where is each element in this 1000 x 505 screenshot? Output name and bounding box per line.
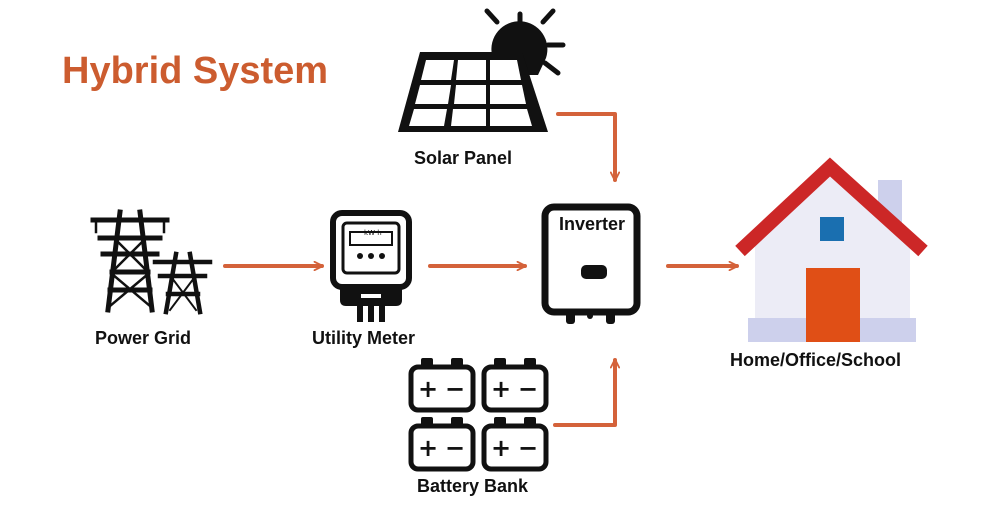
utility-meter-label: Utility Meter <box>312 328 416 348</box>
battery-icon: +− <box>408 358 476 413</box>
arrow-battery-to-inverter <box>553 358 615 427</box>
meter-screen-text: kW·h <box>364 229 382 237</box>
battery-icon: +− <box>408 417 476 472</box>
battery-icon: +− <box>481 358 549 413</box>
transmission-tower-icon <box>90 209 213 315</box>
battery-bank-icon: +−+−+−+− <box>408 358 549 472</box>
battery-minus-symbol: − <box>518 434 538 462</box>
diagram-title: Hybrid System <box>62 50 329 92</box>
solar-panel-label: Solar Panel <box>414 148 513 168</box>
solar-panel-icon <box>398 8 566 132</box>
battery-minus-symbol: − <box>445 434 465 462</box>
battery-plus-symbol: + <box>418 434 438 462</box>
meter-icon <box>330 210 412 322</box>
connection-arrows <box>223 112 739 427</box>
battery-bank-label: Battery Bank <box>417 476 529 496</box>
inverter-icon <box>541 203 641 324</box>
battery-plus-symbol: + <box>491 434 511 462</box>
power-grid-label: Power Grid <box>95 328 192 348</box>
arrow-solar-to-inverter <box>556 112 615 182</box>
home-label: Home/Office/School <box>730 350 902 370</box>
battery-plus-symbol: + <box>418 375 438 403</box>
battery-minus-symbol: − <box>445 375 465 403</box>
inverter-label: Inverter <box>559 214 626 234</box>
battery-minus-symbol: − <box>518 375 538 403</box>
house-icon <box>735 157 928 342</box>
battery-icon: +− <box>481 417 549 472</box>
battery-plus-symbol: + <box>491 375 511 403</box>
